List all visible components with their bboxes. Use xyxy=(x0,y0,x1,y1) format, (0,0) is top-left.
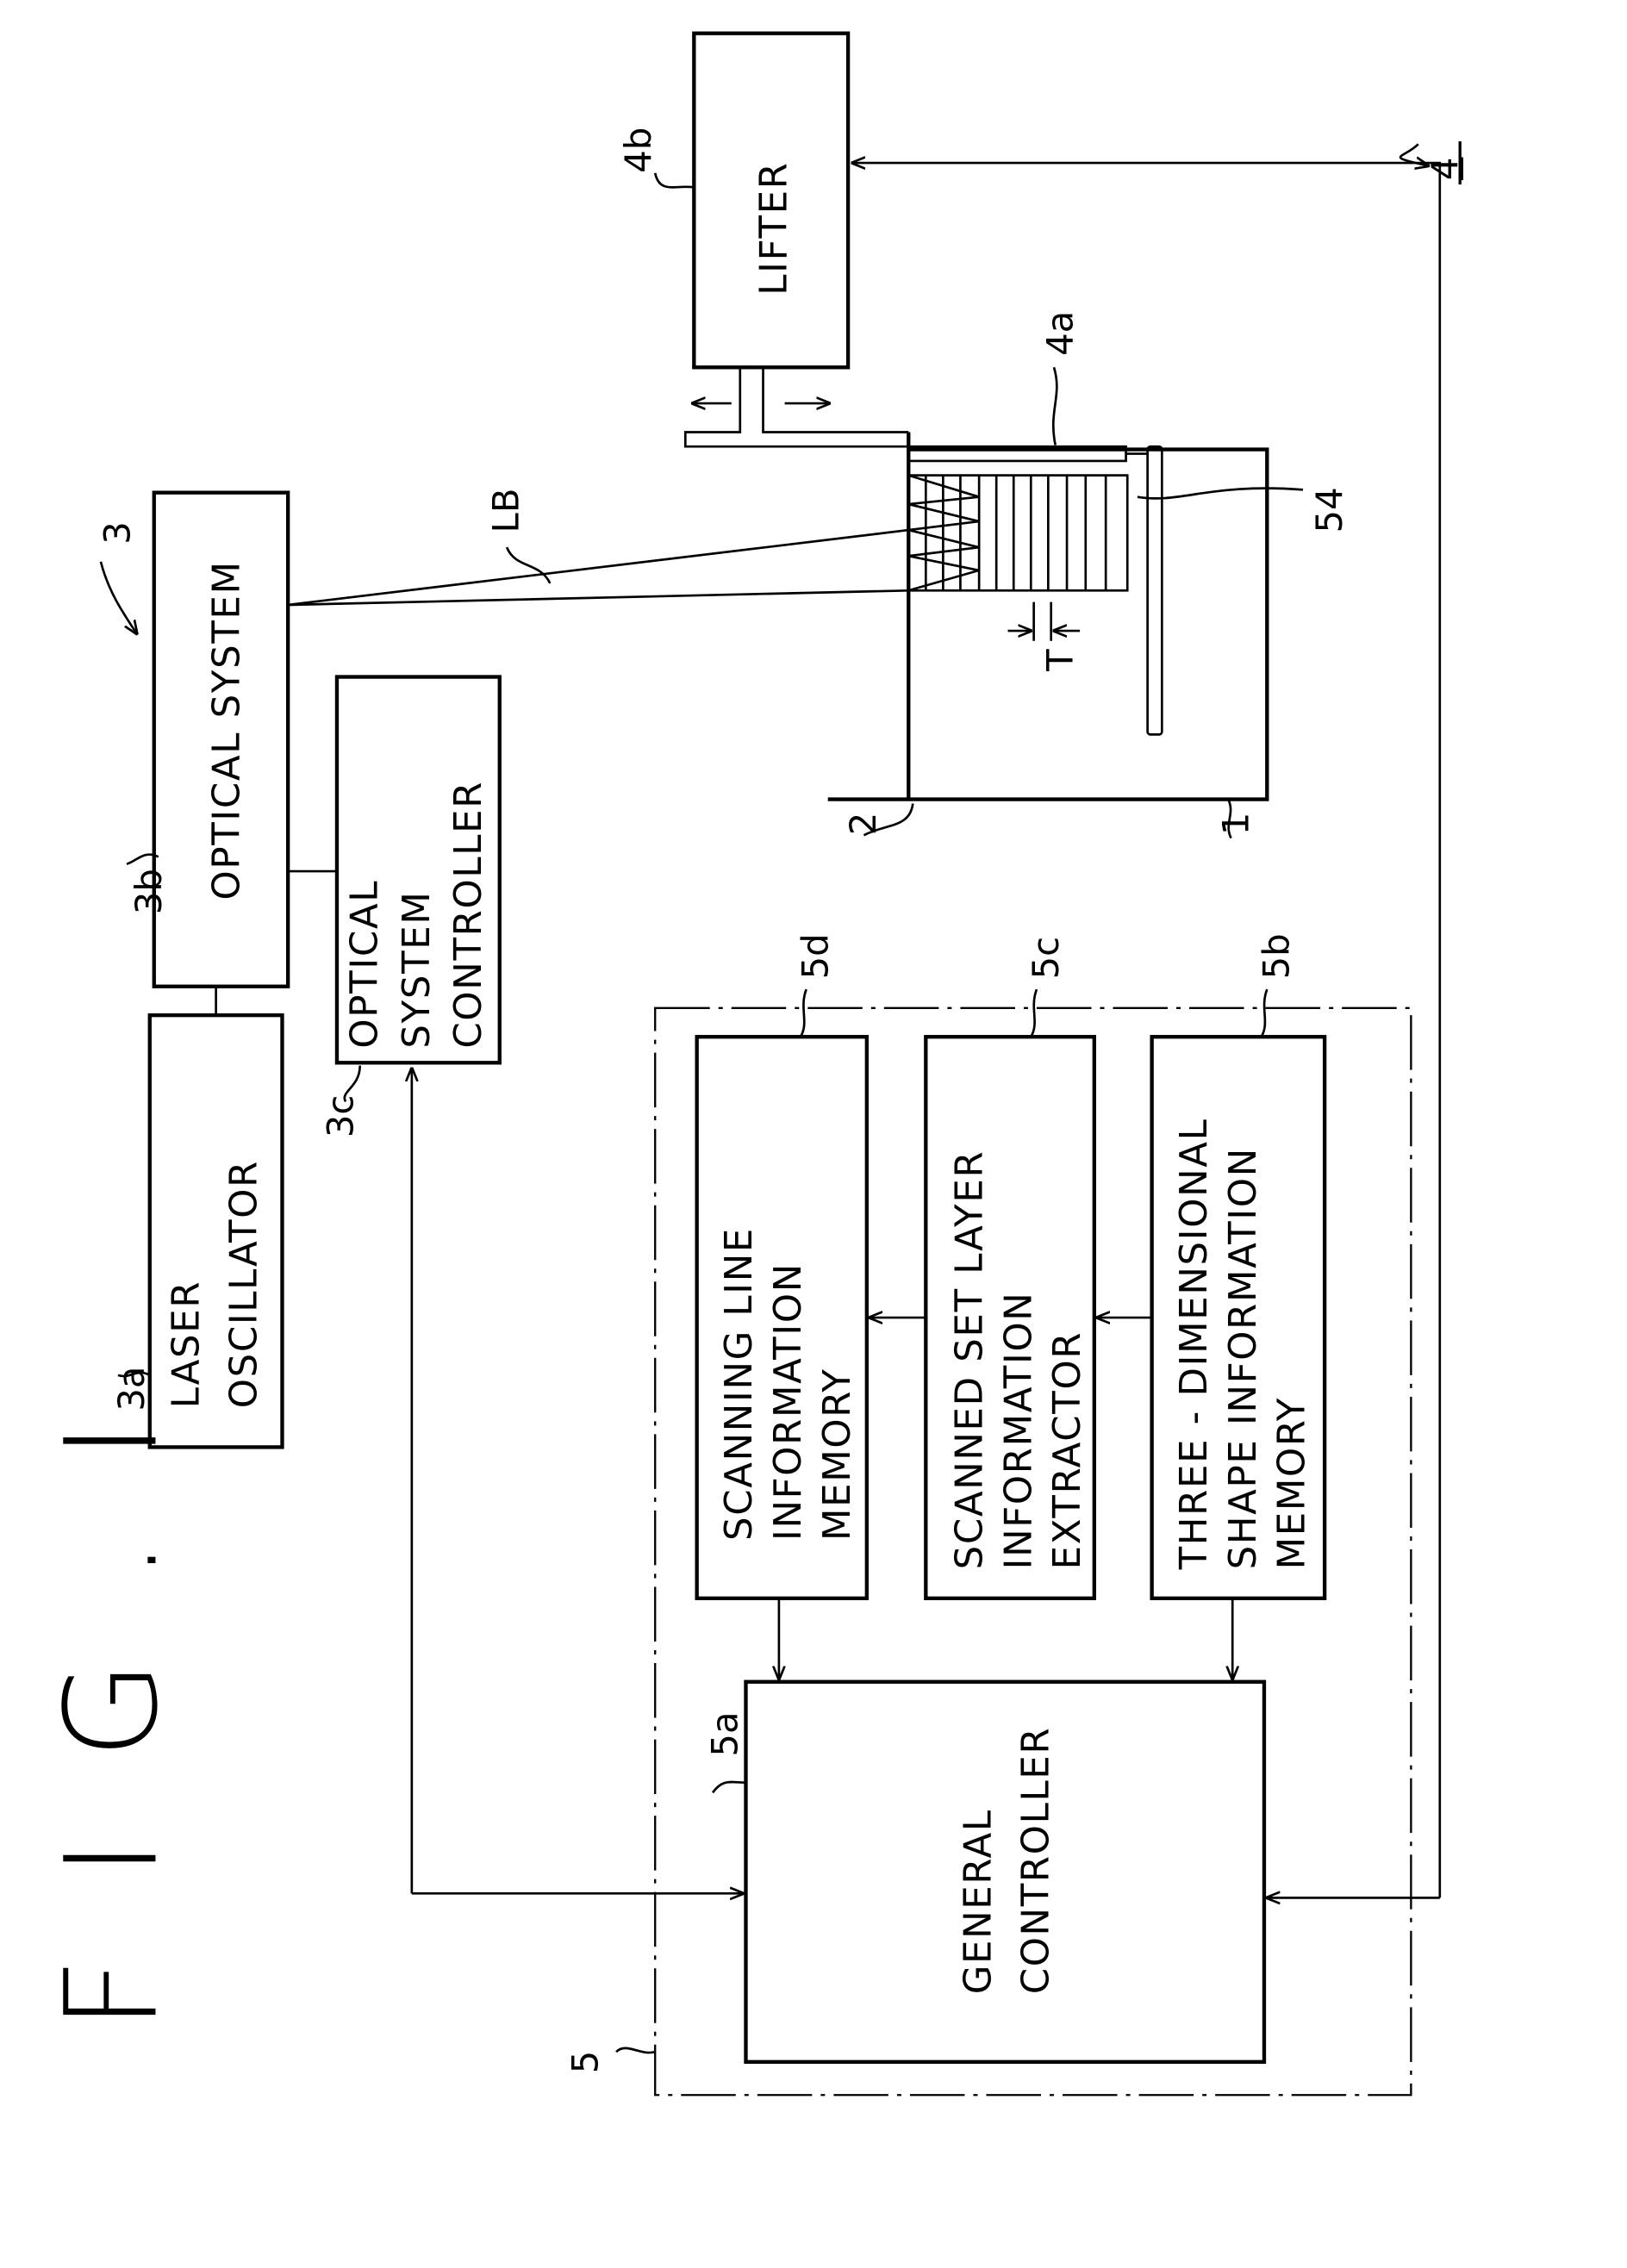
laser-oscillator-line-2: OSCILLATOR xyxy=(222,1160,265,1408)
optical-system-controller-block: OPTICAL SYSTEM CONTROLLER xyxy=(337,677,500,1063)
scanning-line-memory-block: SCANNING LINE INFORMATION MEMORY xyxy=(697,1037,867,1598)
scanning-line-memory-line-2: INFORMATION xyxy=(767,1262,810,1541)
scanning-line-memory-line-3: MEMORY xyxy=(816,1368,859,1541)
general-controller-line-2: CONTROLLER xyxy=(1014,1727,1057,1995)
scanning-line-memory-line-1: SCANNING LINE xyxy=(718,1227,761,1541)
optical-system-controller-ref: 3c xyxy=(319,1095,361,1138)
vat-ref: 1 xyxy=(1215,813,1257,836)
scanned-set-layer-extractor-line-3: EXTRACTOR xyxy=(1046,1331,1089,1570)
laser-oscillator-block: LASER OSCILLATOR xyxy=(150,1015,283,1447)
scanned-set-layer-extractor-line-1: SCANNED SET LAYER xyxy=(948,1150,991,1570)
lifter-block: LIFTER xyxy=(694,34,848,368)
layer-thickness-ref: T xyxy=(1039,649,1082,672)
figure-title: F I G . I xyxy=(38,1402,185,2030)
general-controller-block: GENERAL CONTROLLER xyxy=(745,1682,1263,2062)
shape-info-memory-ref: 5b xyxy=(1255,933,1297,979)
beam-ref: LB xyxy=(484,489,527,533)
optical-system-ref: 3b xyxy=(128,869,170,914)
optical-assembly-ref: 3 xyxy=(96,521,138,545)
laser-oscillator-line-1: LASER xyxy=(165,1280,209,1408)
scanned-set-layer-extractor-block: SCANNED SET LAYER INFORMATION EXTRACTOR xyxy=(926,1037,1094,1598)
optical-system-controller-line-2: SYSTEM xyxy=(396,890,439,1048)
general-controller-ref: 5a xyxy=(703,1711,745,1756)
object-ref: 54 xyxy=(1308,487,1350,533)
shape-info-memory-line-2: SHAPE INFORMATION xyxy=(1222,1147,1265,1569)
optical-system-block: OPTICAL SYSTEM xyxy=(154,493,288,987)
optical-system-label: OPTICAL SYSTEM xyxy=(205,560,248,900)
general-controller-line-1: GENERAL xyxy=(957,1809,1001,1994)
scanned-set-layer-extractor-ref: 5c xyxy=(1025,937,1067,980)
optical-system-controller-line-3: CONTROLLER xyxy=(447,781,490,1049)
shape-info-memory-block: THREE - DIMENSIONAL SHAPE INFORMATION ME… xyxy=(1152,1037,1325,1598)
scanning-line-memory-ref: 5d xyxy=(795,933,837,979)
lifter-ref: 4b xyxy=(617,128,659,173)
shape-info-memory-line-1: THREE - DIMENSIONAL xyxy=(1173,1118,1216,1570)
scanned-set-layer-extractor-line-2: INFORMATION xyxy=(997,1292,1040,1570)
control-unit-ref: 5 xyxy=(564,2051,606,2074)
liquid-ref: 2 xyxy=(842,813,884,836)
lifter-label: LIFTER xyxy=(752,161,795,295)
vat xyxy=(828,432,1268,799)
optical-system-controller-line-1: OPTICAL xyxy=(344,880,387,1049)
layer-lines xyxy=(926,476,1106,591)
elevator-ref: 4a xyxy=(1039,311,1082,356)
shape-info-memory-line-3: MEMORY xyxy=(1271,1397,1314,1570)
